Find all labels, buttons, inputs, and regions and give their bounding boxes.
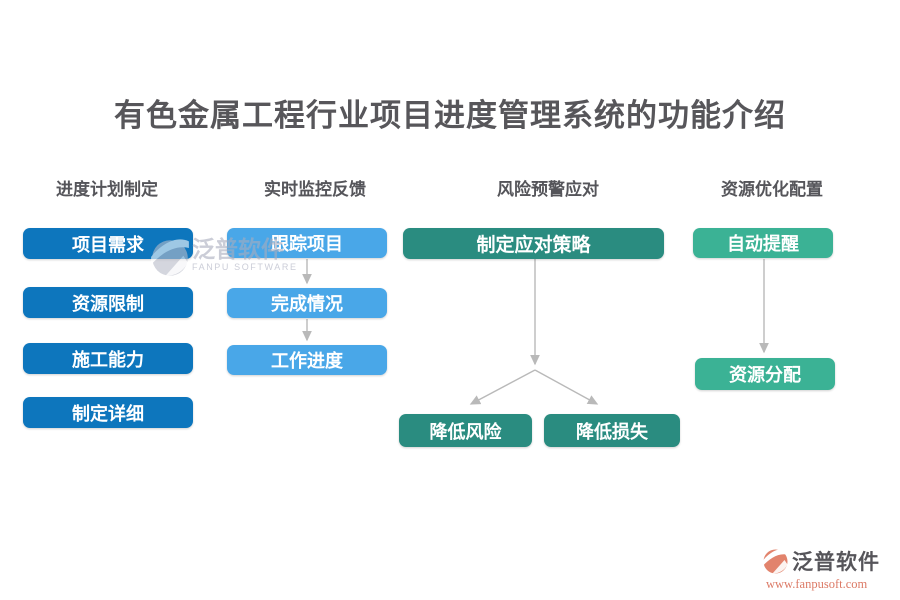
node-completion-status: 完成情况 xyxy=(227,288,387,318)
node-response-strategy: 制定应对策略 xyxy=(403,228,664,259)
node-detail-plan: 制定详细 xyxy=(23,397,193,428)
node-track-project: 跟踪项目 xyxy=(227,228,387,258)
node-project-demand: 项目需求 xyxy=(23,228,193,259)
page-title: 有色金属工程行业项目进度管理系统的功能介绍 xyxy=(114,98,786,133)
node-reduce-loss: 降低损失 xyxy=(544,414,680,447)
column-header-resource-optimize: 资源优化配置 xyxy=(721,180,823,199)
column-header-realtime-monitoring: 实时监控反馈 xyxy=(264,180,366,199)
node-auto-remind: 自动提醒 xyxy=(693,228,833,258)
fanpu-logo-icon xyxy=(762,548,789,573)
node-resource-limit: 资源限制 xyxy=(23,287,193,318)
arrow-branch-reduce-loss xyxy=(534,369,599,405)
node-construction-capacity: 施工能力 xyxy=(23,343,193,374)
arrow-branch-reduce-risk xyxy=(469,369,536,405)
column-header-schedule-planning: 进度计划制定 xyxy=(56,180,158,199)
node-work-progress: 工作进度 xyxy=(227,345,387,375)
node-reduce-risk: 降低风险 xyxy=(399,414,532,447)
node-resource-allocation: 资源分配 xyxy=(695,358,835,390)
footer-brand-text: 泛普软件 xyxy=(792,550,880,574)
footer-url: www.fanpusoft.com xyxy=(766,577,868,591)
footer-brand: 泛普软件 www.fanpusoft.com xyxy=(762,546,900,592)
column-header-risk-warning: 风险预警应对 xyxy=(497,180,599,199)
